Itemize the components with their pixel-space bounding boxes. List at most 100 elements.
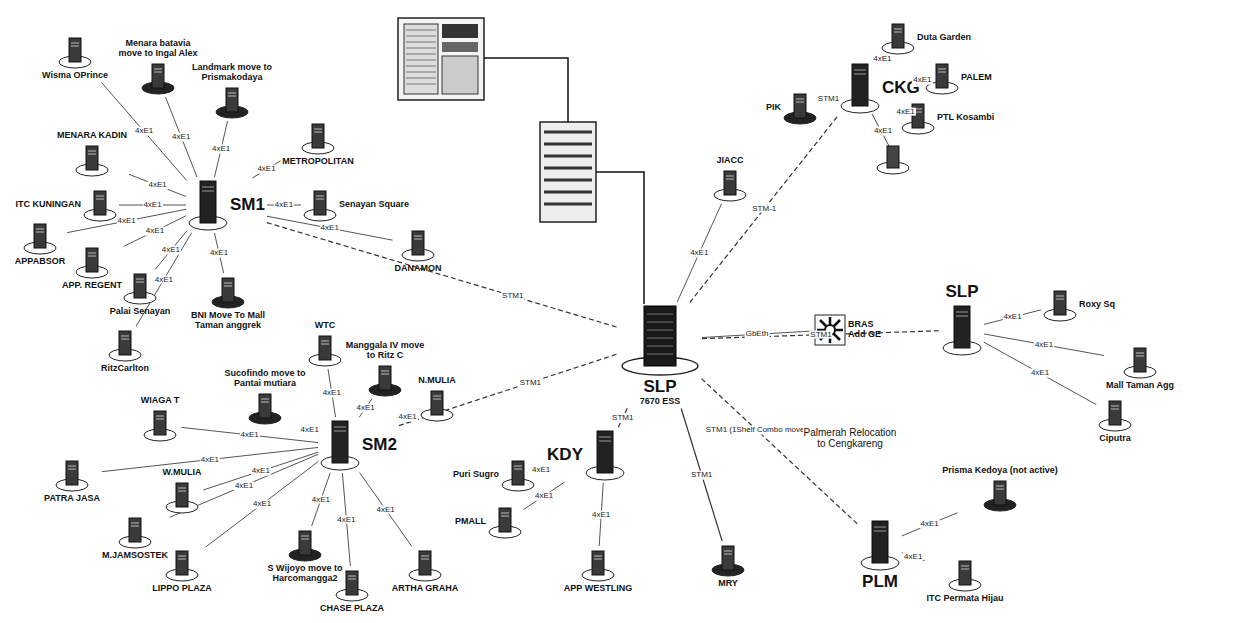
link-label: STM1 [809,330,832,339]
core-switch-icon [620,304,700,376]
link-line [312,473,331,526]
site-name: BNI Move To Mall Taman anggrek [183,311,273,331]
server-icon [248,391,282,425]
node-text: Duta Garden [917,33,971,43]
server-icon [165,548,199,582]
site-name: RitzCarlton [101,364,149,374]
node-icon [401,228,435,262]
node-icon [783,91,817,125]
site-name: APP. REGENT [62,281,122,291]
node-text: PTL Kosambi [937,113,994,123]
node-icon [320,419,360,471]
note-text: Palmerah Relocation to Cengkareng [803,427,898,450]
server-icon [288,528,322,562]
link-label: STM1 [501,292,524,301]
link-label: 4xE1 [154,275,174,284]
link-label: 4xE1 [251,467,271,476]
link-line [399,354,618,426]
node-icon [1043,288,1077,322]
link-line [129,174,186,196]
node-text: BRASAdd GE [848,320,881,340]
hub-node: PLM [860,519,900,592]
server-rack [398,18,484,100]
link-label: GbEth [745,330,770,339]
node-icon [368,363,402,397]
link-label: 4xE1 [912,76,932,85]
link-line [484,58,568,122]
site-name: PTL Kosambi [937,113,994,123]
site-node: ITC KUNINGAN [16,188,118,222]
hub-name: PLM [862,573,898,592]
site-name: MENARA KADIN [57,131,127,141]
node-text: Palai Senayan [110,307,171,317]
site-name: Prisma Kedoya (not active) [942,466,1058,476]
link-line [203,452,318,490]
node-text: SM1 [230,196,265,215]
node-icon [123,271,157,305]
site-name: Senayan Square [339,200,409,210]
server-icon [55,458,89,492]
server-icon [118,515,152,549]
link-label: STM-1 [751,204,777,213]
node-text: PATRA JASA [44,494,100,504]
site-node: METROPOLITAN [282,121,353,167]
site-name: BRAS [848,320,881,330]
link-label: 4xE1 [689,249,709,258]
node-text: ITC Permata Hijau [926,594,1003,604]
site-node: PMALL [455,505,522,539]
site-node: Senayan Square [303,188,409,222]
site-node: PTL Kosambi [901,101,994,135]
site-name: ARTHA GRAHA [392,584,459,594]
server-icon [335,568,369,602]
node-text: PMALL [455,517,486,527]
node-icon [143,408,177,442]
hub-name: SM2 [362,436,397,455]
site-name: DANAMON [395,264,442,274]
node-icon [141,61,175,95]
site-name: WIAGA T [141,396,180,406]
server-icon [581,548,615,582]
node-icon [711,543,745,577]
node-icon [165,548,199,582]
link-line [67,209,186,232]
site-name: 7670 ESS [640,397,681,407]
node-icon [301,121,335,155]
site-node: Roxy Sq [1043,288,1115,322]
node-icon [881,21,915,55]
link-line [252,161,280,178]
node-text: BNI Move To Mall Taman anggrek [183,311,273,331]
site-node: Menara batavia move to Ingal Alex [118,39,198,95]
hub-server-icon [840,62,880,114]
node-icon [288,528,322,562]
link-label: 4xE1 [872,54,892,63]
site-node: Mall Taman Agg [1106,345,1174,391]
node-icon [840,62,880,114]
link-line [155,231,187,269]
server-icon [983,478,1017,512]
link-label: 4xE1 [116,217,136,226]
server-icon [215,85,249,119]
hub-node: SLP [942,283,982,356]
hub-name: KDY [547,446,583,465]
node-icon [501,458,535,492]
node-icon [188,179,228,231]
link-label: 4xE1 [161,246,181,255]
site-name: S Wijoyo move to Harcomangga2 [260,564,350,584]
link-label: 4xE1 [322,389,342,398]
link-label: 4xE1 [336,515,356,524]
node-text: APP WESTLING [564,584,632,594]
site-node: BNI Move To Mall Taman anggrek [183,275,273,331]
node-icon [942,304,982,356]
link-label: 4xE1 [145,227,165,236]
site-name: WTC [315,321,336,331]
site-node: M.JAMSOSTEK [102,515,168,561]
server-icon [165,480,199,514]
site-name: PMALL [455,517,486,527]
site-name: ITC Permata Hijau [926,594,1003,604]
node-text: N.MULIA [418,376,456,386]
hub-server-icon [585,429,625,481]
node-text: SM2 [362,436,397,455]
hub-node: SM1 [188,179,265,231]
link-label: 4xE1 [256,165,276,174]
node-icon [58,35,92,69]
